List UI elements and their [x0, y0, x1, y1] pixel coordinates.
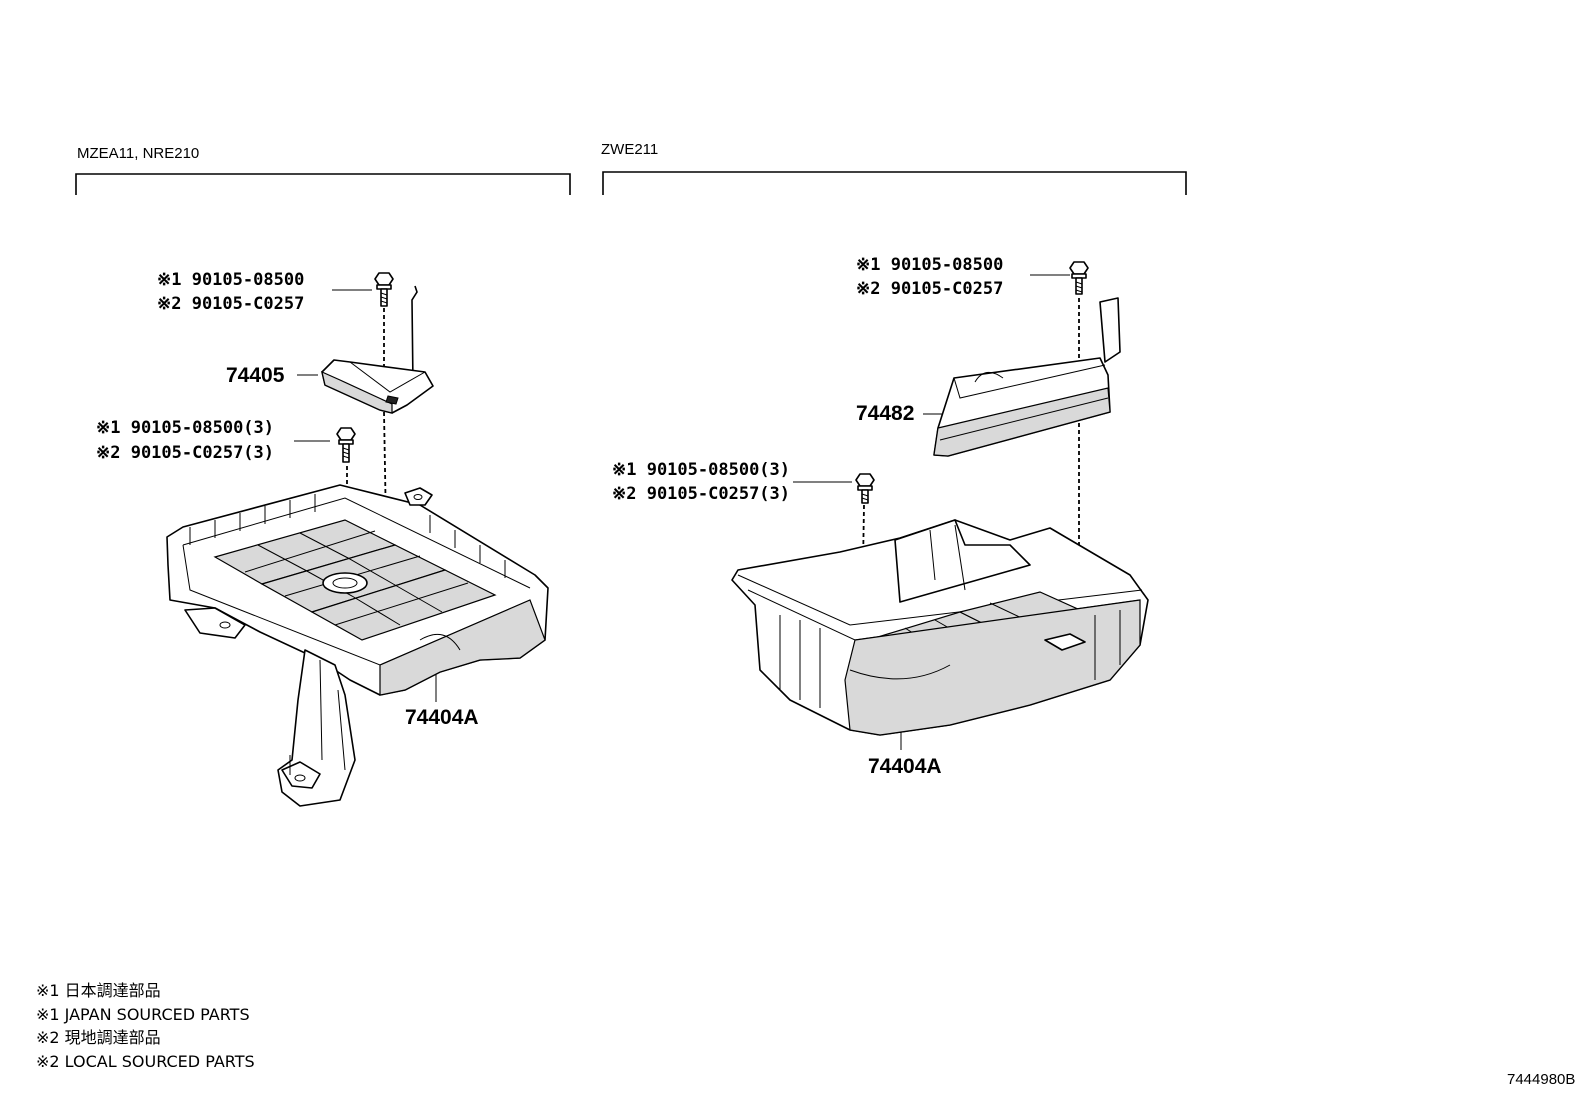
bolt-icon-left-top	[374, 272, 394, 307]
legend-line-2: ※1 JAPAN SOURCED PARTS	[36, 1005, 250, 1024]
right-bolts-tray-label-1: ※1 90105-08500(3)	[612, 460, 790, 480]
left-bolts-tray-label-1: ※1 90105-08500(3)	[96, 418, 274, 438]
right-cover-label: 74482	[856, 402, 914, 425]
battery-tray-right	[731, 519, 1149, 736]
right-bolt-top-label-2: ※2 90105-C0257	[856, 279, 1003, 299]
bracket-74405	[321, 359, 434, 414]
legend-line-1: ※1 日本調達部品	[36, 981, 161, 1000]
left-bracket-label: 74405	[226, 364, 285, 387]
diagram-code: 7444980B	[1507, 1071, 1575, 1088]
right-tray-label: 74404A	[868, 755, 942, 778]
group-header-left: MZEA11, NRE210	[77, 145, 199, 162]
bolt-icon-left-tray	[336, 427, 356, 463]
battery-tray-left	[166, 484, 549, 807]
cover-74482	[933, 297, 1121, 457]
legend-line-4: ※2 LOCAL SOURCED PARTS	[36, 1052, 255, 1071]
group-bracket-right	[602, 171, 1187, 195]
left-bolt-top-label-2: ※2 90105-C0257	[157, 294, 304, 314]
group-header-right: ZWE211	[601, 141, 658, 158]
right-bolts-tray-label-2: ※2 90105-C0257(3)	[612, 484, 790, 504]
legend-line-3: ※2 現地調達部品	[36, 1028, 161, 1047]
left-tray-label: 74404A	[405, 706, 479, 729]
bolt-icon-right-tray	[855, 473, 875, 504]
left-bolts-tray-label-2: ※2 90105-C0257(3)	[96, 443, 274, 463]
left-bolt-top-label-1: ※1 90105-08500	[157, 270, 304, 290]
right-bolt-top-label-1: ※1 90105-08500	[856, 255, 1003, 275]
bolt-icon-right-top	[1069, 261, 1089, 295]
group-bracket-left	[75, 173, 571, 195]
